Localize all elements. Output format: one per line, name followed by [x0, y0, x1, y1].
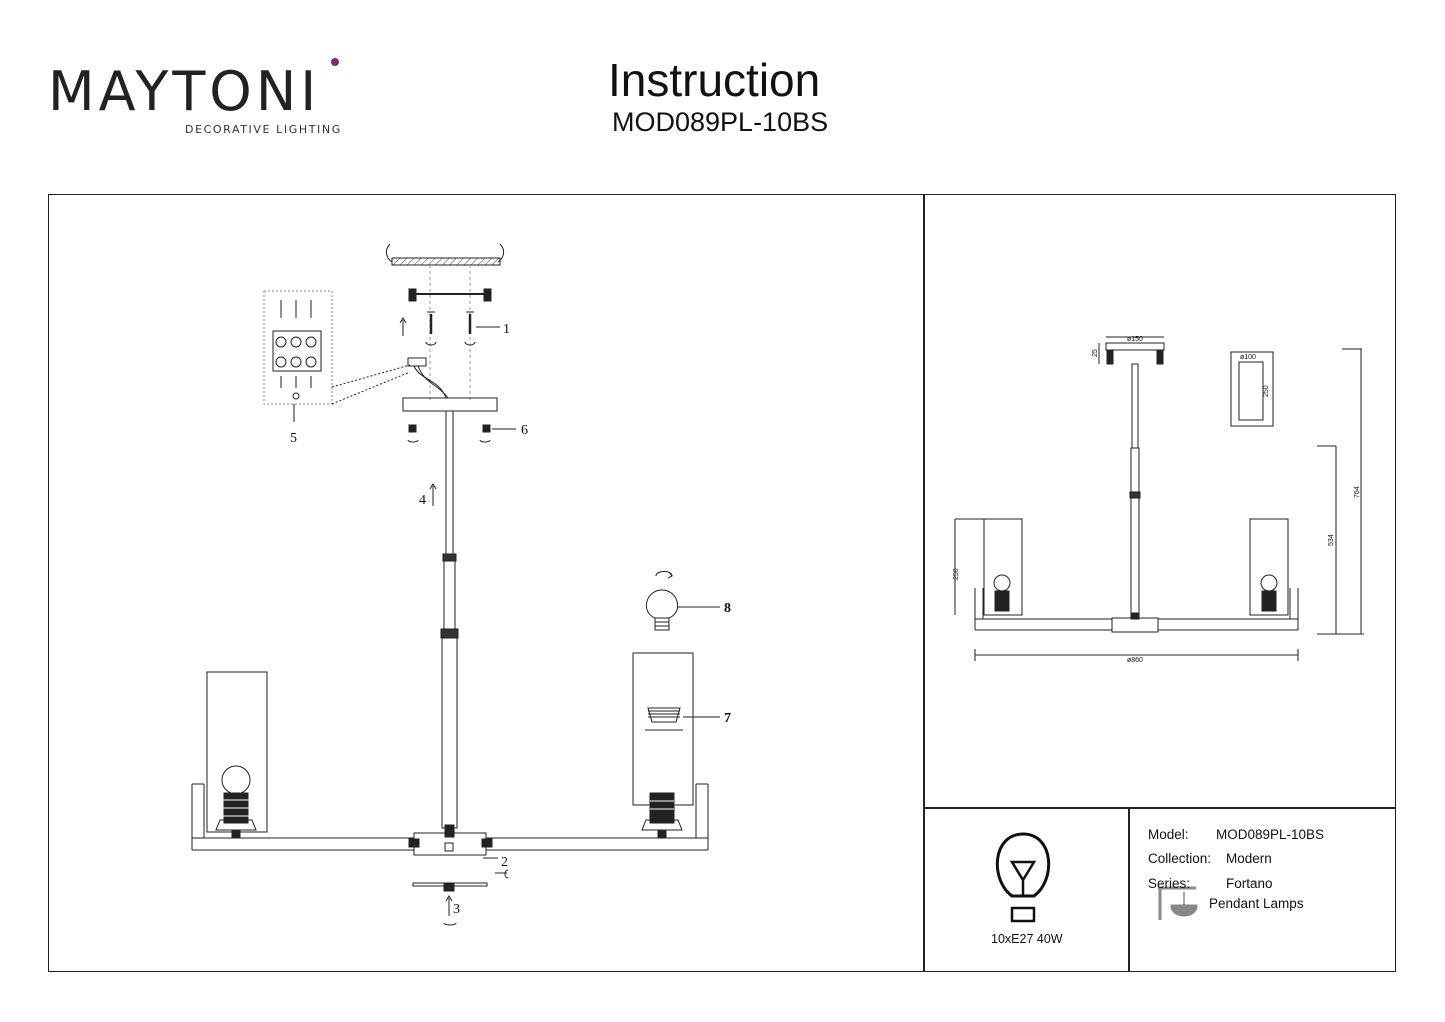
callout-7: 7	[724, 711, 731, 726]
frame-arms	[191, 783, 709, 879]
series-label: Series:	[1148, 876, 1191, 891]
callout-6: 6	[521, 423, 528, 438]
dim-overall-diameter: ø860	[1127, 657, 1143, 664]
dim-shade-height: 250	[1263, 385, 1270, 397]
dim-canopy-height: 25	[1092, 349, 1099, 357]
assembly-callouts: 1 2 3 4 5 6 7 8	[290, 322, 731, 917]
series-value: Fortano	[1226, 876, 1273, 891]
dimension-drawing	[954, 336, 1364, 661]
brand-tagline: DECORATIVE LIGHTING	[185, 123, 342, 136]
right-shade	[632, 652, 720, 839]
assembly-drawing	[191, 243, 720, 926]
callout-2: 2	[501, 855, 508, 870]
mounting-bracket	[408, 288, 492, 302]
callout-3: 3	[453, 902, 460, 917]
instruction-frame	[48, 194, 1396, 972]
pendant-lamp-icon	[1158, 886, 1198, 920]
left-shade	[206, 671, 268, 839]
callout-4: 4	[419, 493, 426, 508]
panel-divider-vertical	[923, 194, 925, 972]
dim-shade-diameter: ø100	[1240, 354, 1256, 361]
spec-divider	[1128, 807, 1130, 972]
brand-logo: MAYTONI	[48, 62, 348, 142]
page-title: Instruction	[608, 54, 821, 106]
light-bulb-icon	[995, 832, 1051, 923]
screws	[399, 311, 500, 346]
suspension-rod	[429, 410, 459, 829]
dim-shade-height-side: 250	[953, 568, 960, 580]
collection-label: Collection:	[1148, 851, 1212, 866]
canopy	[402, 397, 516, 443]
bulb-rating: 10xE27 40W	[991, 932, 1063, 946]
collection-value: Modern	[1226, 851, 1272, 866]
dim-canopy-diameter: ø150	[1127, 336, 1143, 343]
callout-8: 8	[724, 601, 731, 616]
lamp-type: Pendant Lamps	[1209, 896, 1304, 911]
terminal-block-detail	[263, 290, 449, 422]
dim-lower-height: 534	[1328, 534, 1335, 546]
callout-5: 5	[290, 431, 297, 446]
model-value: MOD089PL-10BS	[1216, 827, 1325, 842]
bottom-cap	[412, 882, 488, 926]
light-bulb	[645, 571, 720, 631]
ceiling	[385, 243, 505, 400]
brand-name: MAYTONI	[48, 60, 321, 123]
dim-total-height: 764	[1354, 486, 1361, 498]
callout-1: 1	[503, 322, 510, 337]
panel-divider-horizontal	[923, 807, 1396, 809]
dimension-labels: ø150 25 ø100 250 250 534 764 ø860	[953, 336, 1361, 664]
model-label: Model:	[1148, 827, 1189, 842]
model-code: MOD089PL-10BS	[612, 107, 829, 137]
logo-dot	[331, 58, 339, 66]
